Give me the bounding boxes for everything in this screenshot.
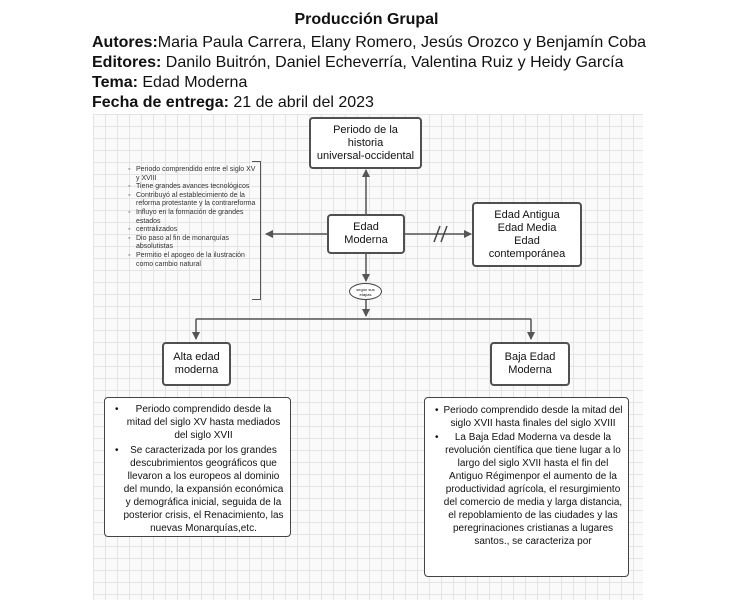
right-box-label: Edad Antigua Edad Media Edad contemporán… — [488, 208, 566, 260]
stages-oval-label: según sus etapas — [356, 286, 375, 297]
baja-desc-item: La Baja Edad Moderna va desde la revoluc… — [433, 431, 623, 548]
center-box: Edad Moderna — [327, 214, 405, 254]
note-item: Tiene grandes avances tecnológicos — [128, 183, 256, 192]
note-item: Influyo en la formación de grandes estad… — [128, 209, 256, 226]
topic-label: Tema: — [92, 74, 138, 91]
note-item: Contribuyó al establecimiento de la refo… — [128, 192, 256, 209]
alta-desc-item: Periodo comprendido desde la mitad del s… — [113, 403, 284, 442]
authors-value: Maria Paula Carrera, Elany Romero, Jesús… — [157, 34, 646, 51]
break-mark-1 — [433, 225, 441, 243]
break-mark-2 — [440, 225, 448, 243]
center-box-label: Edad Moderna — [344, 221, 388, 246]
authors-label: Autores: — [92, 34, 158, 51]
top-box-label: Periodo de la historia universal-occiden… — [316, 123, 415, 162]
topic-value: Edad Moderna — [137, 74, 248, 91]
due-date-value: 21 de abril del 2023 — [228, 94, 374, 111]
baja-description: Periodo comprendido desde la mitad del s… — [424, 397, 629, 577]
topic-line: Tema: Edad Moderna — [92, 74, 247, 92]
right-box: Edad Antigua Edad Media Edad contemporán… — [472, 202, 582, 267]
note-item: Permitio el apogeo de la ilustración com… — [128, 252, 256, 269]
baja-box: Baja Edad Moderna — [490, 342, 570, 386]
baja-box-label: Baja Edad Moderna — [504, 351, 556, 376]
note-item: Periodo comprendido entre el siglo XV y … — [128, 166, 256, 183]
left-notes: Periodo comprendido entre el siglo XV y … — [128, 166, 256, 269]
alta-description: Periodo comprendido desde la mitad del s… — [104, 397, 291, 537]
stages-oval: según sus etapas — [349, 283, 382, 300]
alta-box: Alta edad moderna — [162, 342, 231, 386]
authors-line: Autores:Maria Paula Carrera, Elany Romer… — [92, 34, 646, 52]
baja-desc-item: Periodo comprendido desde la mitad del s… — [433, 404, 623, 430]
editors-value: Danilo Buitrón, Daniel Echeverría, Valen… — [161, 54, 624, 71]
due-date-line: Fecha de entrega: 21 de abril del 2023 — [92, 94, 374, 112]
editors-label: Editores: — [92, 54, 162, 71]
alta-desc-item: Se caracterizada por los grandes descubr… — [113, 444, 284, 535]
due-date-label: Fecha de entrega: — [92, 94, 229, 111]
top-box: Periodo de la historia universal-occiden… — [309, 117, 422, 169]
notes-bracket — [252, 161, 261, 300]
note-item: centralizados — [128, 226, 256, 235]
alta-box-label: Alta edad moderna — [173, 351, 220, 376]
editors-line: Editores: Danilo Buitrón, Daniel Echever… — [92, 54, 623, 72]
document-title: Producción Grupal — [294, 11, 439, 28]
note-item: Dio paso al fin de monarquías absolutist… — [128, 235, 256, 252]
